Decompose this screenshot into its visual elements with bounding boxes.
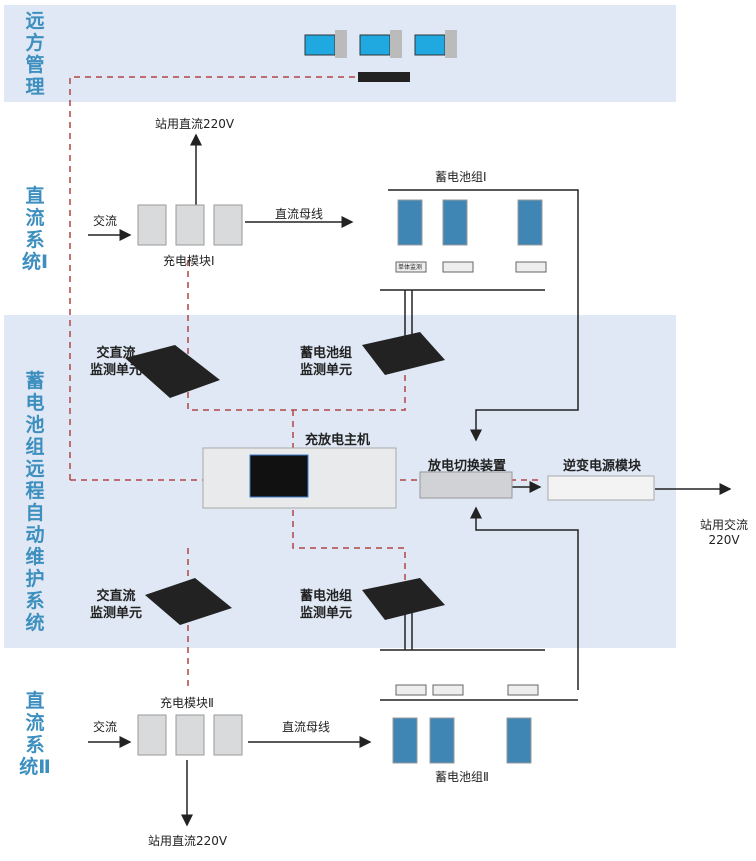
section-maintenance-label: 蓄电池组远程自动维护系统 (25, 370, 45, 634)
battery-monitor-1-label: 蓄电池组 监测单元 (300, 346, 353, 378)
charger-modules (137, 204, 243, 756)
cell-monitor-label: 单体监测 (398, 264, 423, 271)
battery-monitor-2-label: 蓄电池组 监测单元 (300, 589, 353, 621)
dc-bus-1-label: 直流母线 (275, 207, 324, 221)
section-dc2-label: 直流系统Ⅱ (19, 690, 51, 778)
section-dc1-label: 直流系统Ⅰ (21, 185, 49, 273)
battery-group-2-label: 蓄电池组Ⅱ (435, 770, 489, 784)
charger-2-label: 充电模块Ⅱ (160, 696, 214, 710)
power-lines (88, 133, 732, 827)
inverter-label: 逆变电源模块 (563, 459, 642, 474)
ac-in-2-label: 交流 (93, 720, 118, 734)
dc-out-2-label: 站用直流220V (148, 834, 228, 848)
discharge-switch-label: 放电切换装置 (428, 459, 507, 474)
ac-out-label: 站用交流 220V (700, 518, 749, 547)
acdc-monitor-1-label: 交直流 监测单元 (90, 346, 143, 378)
battery-group-1-label: 蓄电池组Ⅰ (435, 170, 487, 184)
charger-1-label: 充电模块Ⅰ (163, 254, 215, 268)
section-remote-label: 远方管理 (25, 10, 45, 98)
inverter-device (547, 475, 655, 501)
host-label: 充放电主机 (305, 433, 371, 448)
monitor-units (125, 332, 445, 625)
ac-in-1-label: 交流 (93, 214, 118, 228)
network-switch (358, 72, 410, 82)
computers (304, 30, 457, 82)
dc-out-1-label: 站用直流220V (155, 117, 235, 131)
batteries (392, 199, 543, 764)
dc-bus-2-label: 直流母线 (282, 720, 331, 734)
discharge-switch-device (419, 471, 513, 499)
acdc-monitor-2-label: 交直流 监测单元 (90, 589, 143, 621)
cell-monitors (395, 261, 547, 696)
